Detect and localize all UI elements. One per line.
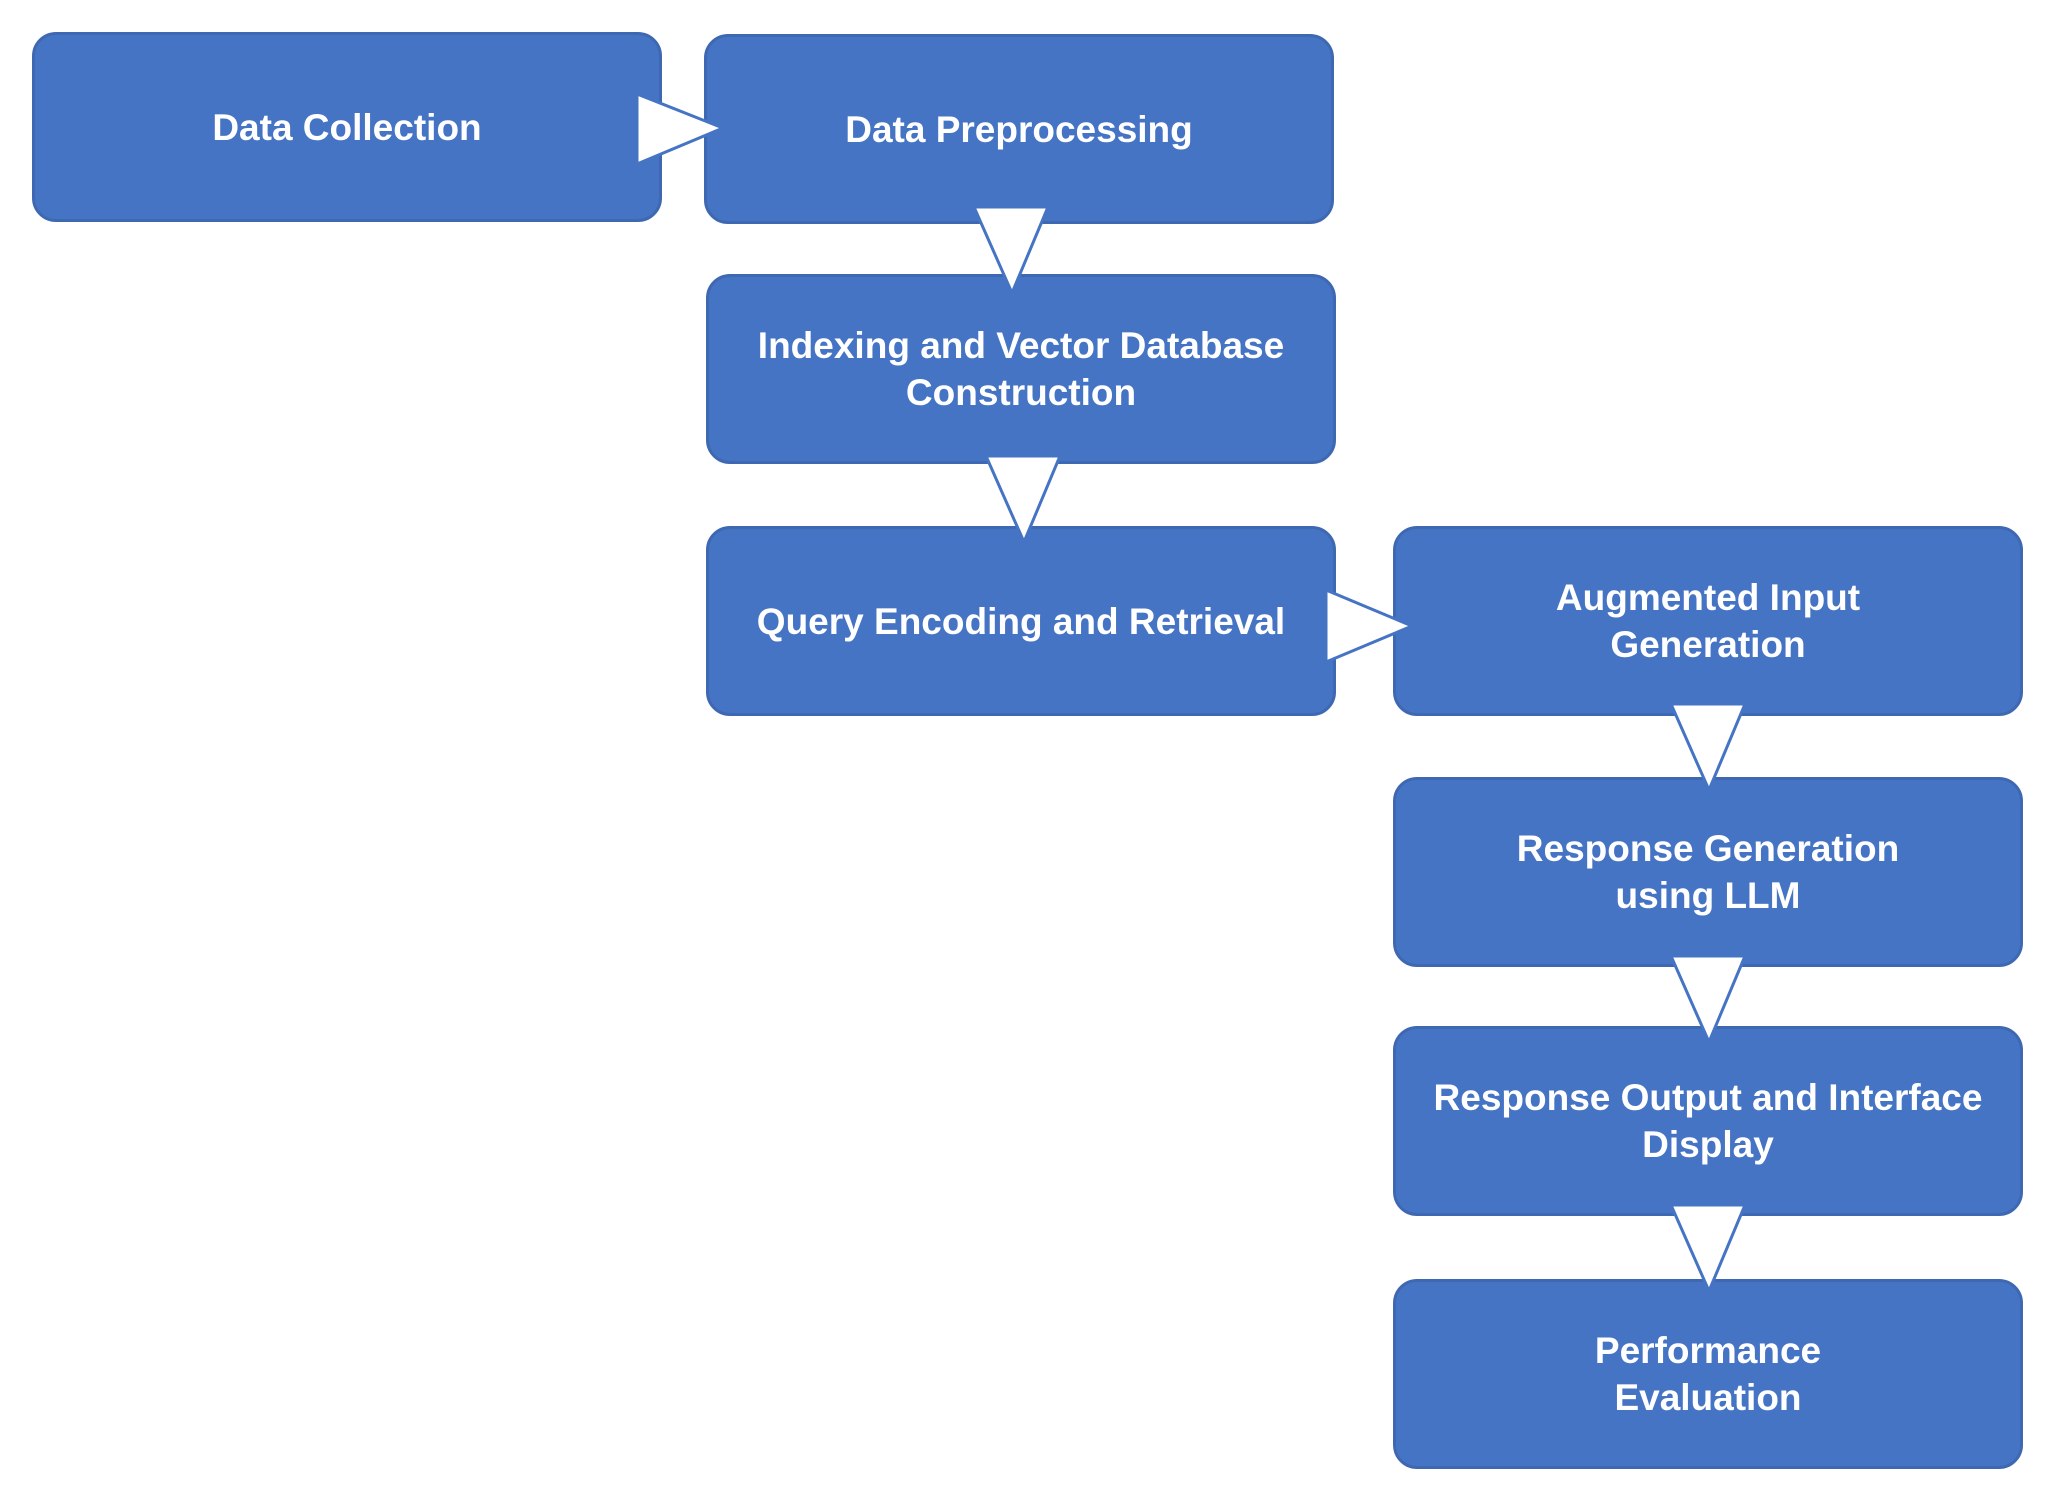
box-label-line-1: Response Generation <box>1516 828 1900 869</box>
box-label-line-1: Augmented Input <box>1555 577 1861 618</box>
box-data-preprocessing: Data Preprocessing <box>704 34 1334 224</box>
box-indexing-vector-database: Indexing and Vector Database Constructio… <box>706 274 1336 464</box>
box-label-line-1: Response Output and Interface <box>1433 1077 1983 1118</box>
box-label: Query Encoding and Retrieval <box>756 600 1286 642</box>
box-label-line-2: Evaluation <box>1614 1377 1802 1418</box>
box-text: Performance Evaluation <box>1595 1327 1821 1421</box>
box-response-generation-llm: Response Generation using LLM <box>1393 777 2023 967</box>
box-text: Indexing and Vector Database Constructio… <box>758 322 1284 416</box>
box-label: Data Preprocessing <box>845 108 1193 150</box>
box-text: Response Generation using LLM <box>1517 825 1899 919</box>
box-label-line-1: Performance <box>1594 1330 1822 1371</box>
box-label-line-2: Display <box>1642 1124 1774 1165</box>
box-performance-evaluation: Performance Evaluation <box>1393 1279 2023 1469</box>
box-label-line-2: using LLM <box>1615 875 1801 916</box>
box-data-collection: Data Collection <box>32 32 662 222</box>
box-label: Data Collection <box>212 106 482 148</box>
box-label-line-2: Construction <box>905 372 1137 413</box>
box-augmented-input-generation: Augmented Input Generation <box>1393 526 2023 716</box>
box-label-line-1: Indexing and Vector Database <box>757 325 1285 366</box>
box-text: Augmented Input Generation <box>1556 574 1860 668</box>
box-query-encoding-retrieval: Query Encoding and Retrieval <box>706 526 1336 716</box>
box-text: Response Output and Interface Display <box>1434 1074 1983 1168</box>
box-label-line-2: Generation <box>1610 624 1806 665</box>
box-response-output-interface: Response Output and Interface Display <box>1393 1026 2023 1216</box>
